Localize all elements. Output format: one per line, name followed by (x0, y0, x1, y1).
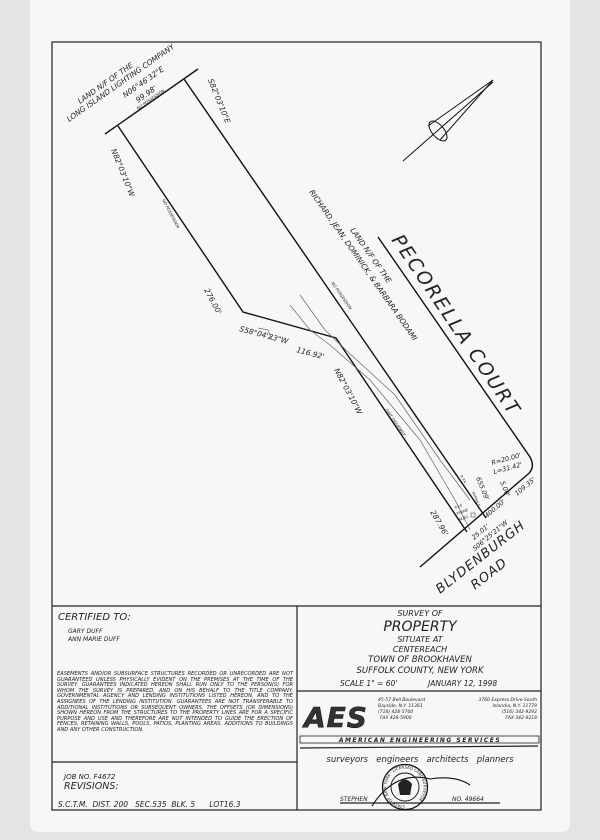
scale: SCALE 1" = 60' (340, 679, 397, 688)
north-arrow-icon (402, 79, 494, 162)
addr1-line2: Bayside, N.Y. 11361 (378, 703, 423, 709)
lilco-label-2: LONG ISLAND LIGHTING COMPANY (65, 41, 177, 123)
survey-drawing: LAND N/F OF THE LONG ISLAND LIGHTING COM… (51, 41, 542, 811)
survey-date: JANUARY 12, 1998 (426, 679, 497, 688)
job-number: JOB NO. F4672 (62, 773, 116, 781)
rpk-label: R.P.K. (459, 475, 467, 485)
addr2-line1: 3760 Express Drive South (479, 697, 538, 703)
revisions-label: REVISIONS: (64, 781, 119, 792)
asphalt-label: ASPHALT (471, 490, 481, 508)
distance-109: 109.35' (513, 475, 537, 497)
frame-bldg-1: 4'x4' (454, 503, 463, 510)
certified-heading: CERTIFIED TO: (58, 612, 131, 623)
distance-276: 276.00' (202, 287, 223, 316)
town-name: TOWN OF BROOKHAVEN (368, 655, 472, 665)
addr1-line4: FAX 428-5900 (380, 715, 412, 721)
surveyor-name: STEPHEN (340, 796, 368, 803)
logo-text: AES (302, 701, 368, 734)
distance-400: 400.00' (483, 497, 507, 519)
aes-logo: AES (302, 701, 368, 735)
license-number: NO. 49664 (452, 796, 484, 803)
survey-disclaimer: EASEMENTS AND/OR SUBSURFACE STRUCTURES R… (57, 671, 293, 733)
firm-name-bar (299, 735, 540, 744)
parcel-lines (104, 68, 534, 568)
certified-name-1: GARY DUFF (68, 628, 103, 635)
addr1-line1: 45-57 Bell Boulevard (378, 697, 425, 703)
no-possession-west: NO POSSESSION (161, 198, 181, 229)
distance-5: 5.00' (498, 480, 512, 498)
dirt-driveway: DIRT DRIVEWAY (384, 408, 407, 438)
frame-bldg-2: FRAME (456, 508, 469, 516)
property-title: PROPERTY (383, 619, 458, 635)
addr1-line3: (718) 428-5700 (378, 709, 413, 715)
sctm-number: S.C.T.M. DIST. 200 SEC.535 BLK. 5 LOT16.… (58, 800, 241, 809)
west-bearing: N82°03'10"W (109, 147, 137, 198)
jog-bearing: S58°04'23"W (238, 324, 289, 346)
addr2-line2: Islandia, N.Y. 11779 (493, 703, 538, 709)
addr2-line3: (516) 342-9292 (502, 709, 537, 715)
firm-tagline: surveyors engineers architects planners (326, 755, 514, 765)
situate-at: SITUATE AT (397, 635, 443, 644)
frame-bldg-3: BLDG. (458, 514, 470, 521)
firm-name: AMERICAN ENGINEERING SERVICES (338, 737, 501, 744)
distance-287: 287.96' (428, 509, 450, 538)
certified-name-2: ANN MARIE DUFF (67, 636, 120, 643)
addr2-line4: FAX 342-9218 (505, 715, 537, 721)
jog-distance: 116.92' (295, 345, 325, 361)
lower-bearing: N82°03'10"W (332, 367, 364, 417)
county-name: SUFFOLK COUNTY, NEW YORK (356, 666, 484, 676)
survey-of: SURVEY OF (397, 609, 443, 618)
firm-underline (299, 745, 539, 749)
survey-document: LAND N/F OF THE LONG ISLAND LIGHTING COM… (30, 0, 570, 832)
signature-icon (371, 776, 471, 807)
place-name: CENTEREACH (393, 645, 447, 654)
